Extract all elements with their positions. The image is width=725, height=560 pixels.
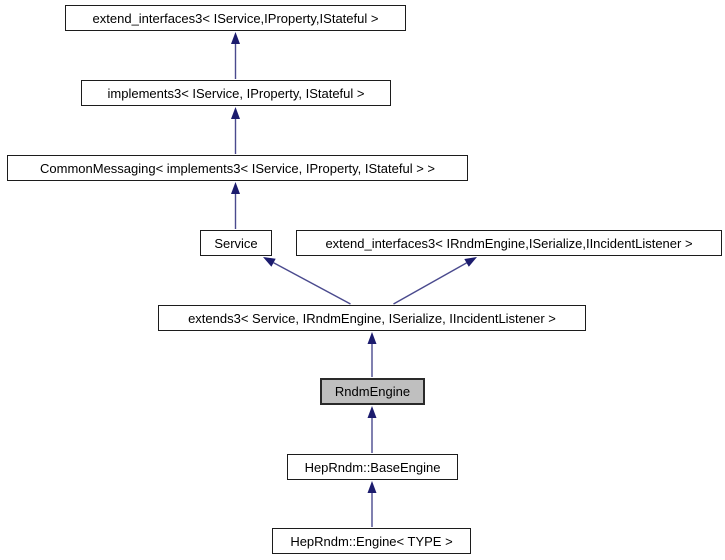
node-rndmengine-current: RndmEngine	[320, 378, 425, 405]
node-implements3[interactable]: implements3< IService, IProperty, IState…	[81, 80, 391, 106]
edge-rndmengine-to-extends3	[367, 332, 377, 377]
node-heprndm-engine-type[interactable]: HepRndm::Engine< TYPE >	[272, 528, 471, 554]
node-common-messaging[interactable]: CommonMessaging< implements3< IService, …	[7, 155, 468, 181]
node-service[interactable]: Service	[200, 230, 272, 256]
node-extend-interfaces3-iservice[interactable]: extend_interfaces3< IService,IProperty,I…	[65, 5, 406, 31]
edge-baseengine-to-rndmengine	[367, 406, 377, 453]
edge-enginetype-to-baseengine	[367, 481, 377, 527]
node-extends3[interactable]: extends3< Service, IRndmEngine, ISeriali…	[158, 305, 586, 331]
node-heprndm-baseengine[interactable]: HepRndm::BaseEngine	[287, 454, 458, 480]
node-extend-interfaces3-irndmengine[interactable]: extend_interfaces3< IRndmEngine,ISeriali…	[296, 230, 722, 256]
edge-extends3-to-service	[263, 257, 351, 305]
edge-commonmessaging-to-implements3	[231, 107, 240, 154]
edge-service-to-commonmessaging	[231, 182, 240, 229]
edge-implements3-to-extend-interfaces3	[231, 32, 240, 79]
edge-extends3-to-extend-interfaces3-rndm	[393, 257, 477, 305]
